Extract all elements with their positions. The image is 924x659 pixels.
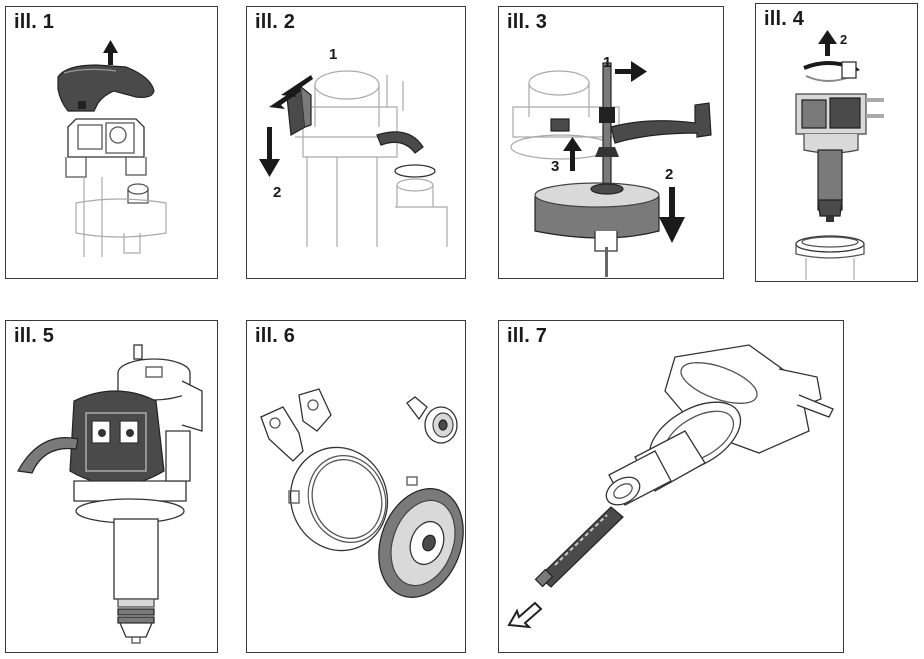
valve-body bbox=[295, 70, 448, 247]
ring-part bbox=[260, 388, 389, 552]
illustration-cartridge-extraction: 2 bbox=[795, 30, 884, 280]
illustration-float-removal: 1 2 3 bbox=[510, 54, 712, 277]
filter-part bbox=[534, 506, 624, 588]
illustration-lever-removal bbox=[57, 40, 167, 257]
valve-head bbox=[648, 344, 834, 473]
illustration-exploded-parts bbox=[260, 388, 464, 598]
callout-1: 1 bbox=[329, 46, 337, 63]
panel-label: ill. 3 bbox=[507, 11, 548, 33]
panel-label: ill. 1 bbox=[14, 11, 55, 33]
illustration-filter-removal bbox=[507, 344, 834, 629]
float-part bbox=[534, 182, 660, 252]
panel-ill-3: ill. 3 1 bbox=[498, 6, 724, 279]
arrow-up-icon bbox=[563, 137, 582, 171]
valve-head bbox=[117, 344, 203, 432]
tube-part bbox=[605, 430, 706, 506]
callout-3: 3 bbox=[551, 158, 559, 175]
panel-label: ill. 5 bbox=[14, 325, 55, 347]
panel-ill-5: ill. 5 bbox=[5, 320, 218, 653]
arrow-down-icon bbox=[259, 127, 280, 177]
panel-ill-7: ill. 7 bbox=[498, 320, 844, 653]
cage-part bbox=[69, 390, 165, 486]
callout-2: 2 bbox=[665, 166, 673, 183]
valve-body bbox=[65, 118, 167, 257]
illustration-clip-release: 1 2 bbox=[259, 46, 448, 247]
lever-part bbox=[376, 131, 424, 154]
panel-ill-1: ill. 1 bbox=[5, 6, 218, 279]
small-valve-part bbox=[406, 396, 458, 444]
lever-part bbox=[57, 64, 155, 112]
arrow-up-icon bbox=[103, 40, 118, 65]
arrow-up-icon bbox=[818, 30, 837, 56]
tube-part bbox=[113, 518, 159, 644]
valve-head bbox=[795, 61, 884, 154]
arm-part bbox=[610, 102, 712, 144]
strap-part bbox=[17, 437, 79, 474]
arrow-push-icon bbox=[269, 75, 313, 109]
arrow-right-icon bbox=[615, 61, 647, 82]
illustration-valve-assembly bbox=[17, 344, 203, 644]
panel-ill-2: ill. 2 1 bbox=[246, 6, 466, 279]
ring-part bbox=[795, 235, 865, 280]
valve-body bbox=[73, 430, 191, 524]
callout-2: 2 bbox=[273, 184, 281, 201]
panel-label: ill. 7 bbox=[507, 325, 548, 347]
callout-1: 1 bbox=[603, 54, 611, 71]
panel-ill-4: ill. 4 2 bbox=[755, 3, 918, 282]
panel-label: ill. 2 bbox=[255, 11, 296, 33]
panel-label: ill. 4 bbox=[764, 8, 805, 30]
panel-ill-6: ill. 6 bbox=[246, 320, 466, 653]
arrow-down-icon bbox=[659, 187, 685, 243]
diaphragm-part bbox=[378, 476, 464, 598]
callout-2: 2 bbox=[840, 32, 847, 47]
panel-label: ill. 6 bbox=[255, 325, 296, 347]
arrow-down-left-icon bbox=[507, 601, 543, 629]
rod-part bbox=[602, 62, 612, 204]
